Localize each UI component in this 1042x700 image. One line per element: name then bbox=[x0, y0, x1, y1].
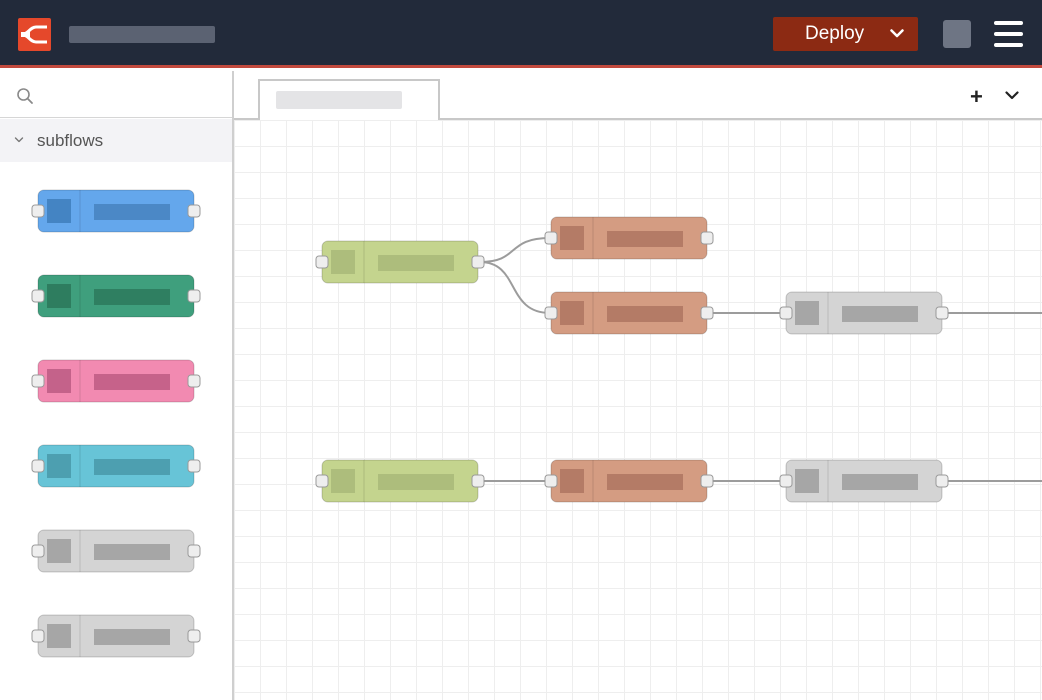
node-output-port[interactable] bbox=[187, 459, 201, 473]
node-output-port[interactable] bbox=[471, 474, 485, 488]
flow-node-d[interactable] bbox=[544, 459, 714, 503]
palette-subflow-node-shape[interactable] bbox=[31, 189, 201, 233]
workspace-tab-bar: + bbox=[234, 71, 1042, 120]
node-output-port[interactable] bbox=[471, 255, 485, 269]
node-input-port[interactable] bbox=[31, 459, 45, 473]
node-icon bbox=[795, 469, 819, 493]
node-input-port[interactable] bbox=[779, 474, 793, 488]
node-label-placeholder bbox=[94, 204, 170, 220]
node-input-port[interactable] bbox=[779, 306, 793, 320]
flow-node-c[interactable] bbox=[779, 291, 949, 335]
user-avatar[interactable] bbox=[943, 20, 971, 48]
palette-search-input[interactable] bbox=[44, 81, 223, 109]
node-input-port[interactable] bbox=[31, 544, 45, 558]
node-icon bbox=[560, 226, 584, 250]
node-label-placeholder bbox=[607, 231, 683, 247]
node-icon bbox=[560, 469, 584, 493]
app-title-placeholder bbox=[69, 26, 215, 43]
node-output-port[interactable] bbox=[187, 204, 201, 218]
chevron-down-icon[interactable] bbox=[890, 29, 904, 38]
node-input-port[interactable] bbox=[31, 204, 45, 218]
chevron-down-icon bbox=[14, 137, 24, 143]
node-input-port[interactable] bbox=[31, 374, 45, 388]
node-label-placeholder bbox=[842, 474, 918, 490]
palette-search bbox=[0, 71, 232, 118]
flow-node-inject-1[interactable] bbox=[315, 240, 485, 284]
node-palette: subflows bbox=[0, 71, 234, 700]
node-label-placeholder bbox=[607, 306, 683, 322]
logo-glyph-icon bbox=[21, 25, 47, 44]
palette-subflow-node-shape[interactable] bbox=[31, 529, 201, 573]
node-icon bbox=[795, 301, 819, 325]
node-label-placeholder bbox=[607, 474, 683, 490]
node-label-placeholder bbox=[94, 374, 170, 390]
node-icon bbox=[47, 454, 71, 478]
node-label-placeholder bbox=[94, 629, 170, 645]
node-output-port[interactable] bbox=[187, 629, 201, 643]
flow-node-a[interactable] bbox=[544, 216, 714, 260]
palette-subflow-node-shape[interactable] bbox=[31, 444, 201, 488]
palette-category-subflows[interactable]: subflows bbox=[0, 119, 232, 162]
hamburger-menu-icon[interactable] bbox=[994, 21, 1023, 47]
header-bar: Deploy bbox=[0, 0, 1042, 68]
flow-canvas[interactable] bbox=[234, 120, 1042, 700]
node-icon bbox=[560, 301, 584, 325]
node-input-port[interactable] bbox=[544, 231, 558, 245]
palette-subflow-node[interactable] bbox=[30, 272, 202, 320]
chevron-down-icon[interactable] bbox=[1005, 91, 1019, 100]
node-icon bbox=[47, 539, 71, 563]
palette-subflow-node[interactable] bbox=[30, 357, 202, 405]
node-label-placeholder bbox=[378, 255, 454, 271]
node-input-port[interactable] bbox=[315, 474, 329, 488]
node-output-port[interactable] bbox=[700, 231, 714, 245]
palette-subflow-node[interactable] bbox=[30, 527, 202, 575]
deploy-button-label: Deploy bbox=[805, 23, 865, 44]
node-label-placeholder bbox=[94, 289, 170, 305]
flow-node-b[interactable] bbox=[544, 291, 714, 335]
palette-category-label: subflows bbox=[37, 131, 104, 150]
palette-subflow-node[interactable] bbox=[30, 442, 202, 490]
node-output-port[interactable] bbox=[700, 474, 714, 488]
node-icon bbox=[331, 250, 355, 274]
node-input-port[interactable] bbox=[315, 255, 329, 269]
node-input-port[interactable] bbox=[544, 474, 558, 488]
node-input-port[interactable] bbox=[31, 629, 45, 643]
node-input-port[interactable] bbox=[544, 306, 558, 320]
search-icon bbox=[17, 88, 33, 104]
flow-node-e[interactable] bbox=[779, 459, 949, 503]
palette-subflow-node-shape[interactable] bbox=[31, 274, 201, 318]
palette-subflow-node-shape[interactable] bbox=[31, 359, 201, 403]
node-icon bbox=[47, 199, 71, 223]
node-output-port[interactable] bbox=[700, 306, 714, 320]
node-label-placeholder bbox=[94, 544, 170, 560]
node-icon bbox=[47, 284, 71, 308]
node-label-placeholder bbox=[94, 459, 170, 475]
node-red-logo[interactable] bbox=[18, 18, 51, 51]
node-label-placeholder bbox=[842, 306, 918, 322]
node-output-port[interactable] bbox=[935, 306, 949, 320]
node-output-port[interactable] bbox=[187, 544, 201, 558]
node-output-port[interactable] bbox=[187, 374, 201, 388]
flow-wire[interactable] bbox=[479, 237, 551, 263]
node-output-port[interactable] bbox=[935, 474, 949, 488]
node-icon bbox=[47, 624, 71, 648]
flow-tab-label-placeholder bbox=[276, 91, 402, 109]
node-output-port[interactable] bbox=[187, 289, 201, 303]
flow-node-inject-2[interactable] bbox=[315, 459, 485, 503]
palette-subflow-node[interactable] bbox=[30, 612, 202, 660]
node-label-placeholder bbox=[378, 474, 454, 490]
flow-wire[interactable] bbox=[479, 261, 551, 314]
node-input-port[interactable] bbox=[31, 289, 45, 303]
deploy-button[interactable]: Deploy bbox=[773, 17, 918, 51]
palette-subflow-node-shape[interactable] bbox=[31, 614, 201, 658]
node-icon bbox=[47, 369, 71, 393]
palette-subflow-node[interactable] bbox=[30, 187, 202, 235]
add-tab-icon[interactable]: + bbox=[970, 84, 983, 109]
node-icon bbox=[331, 469, 355, 493]
flow-tab[interactable] bbox=[258, 79, 440, 120]
flow-canvas-svg bbox=[315, 216, 1042, 503]
